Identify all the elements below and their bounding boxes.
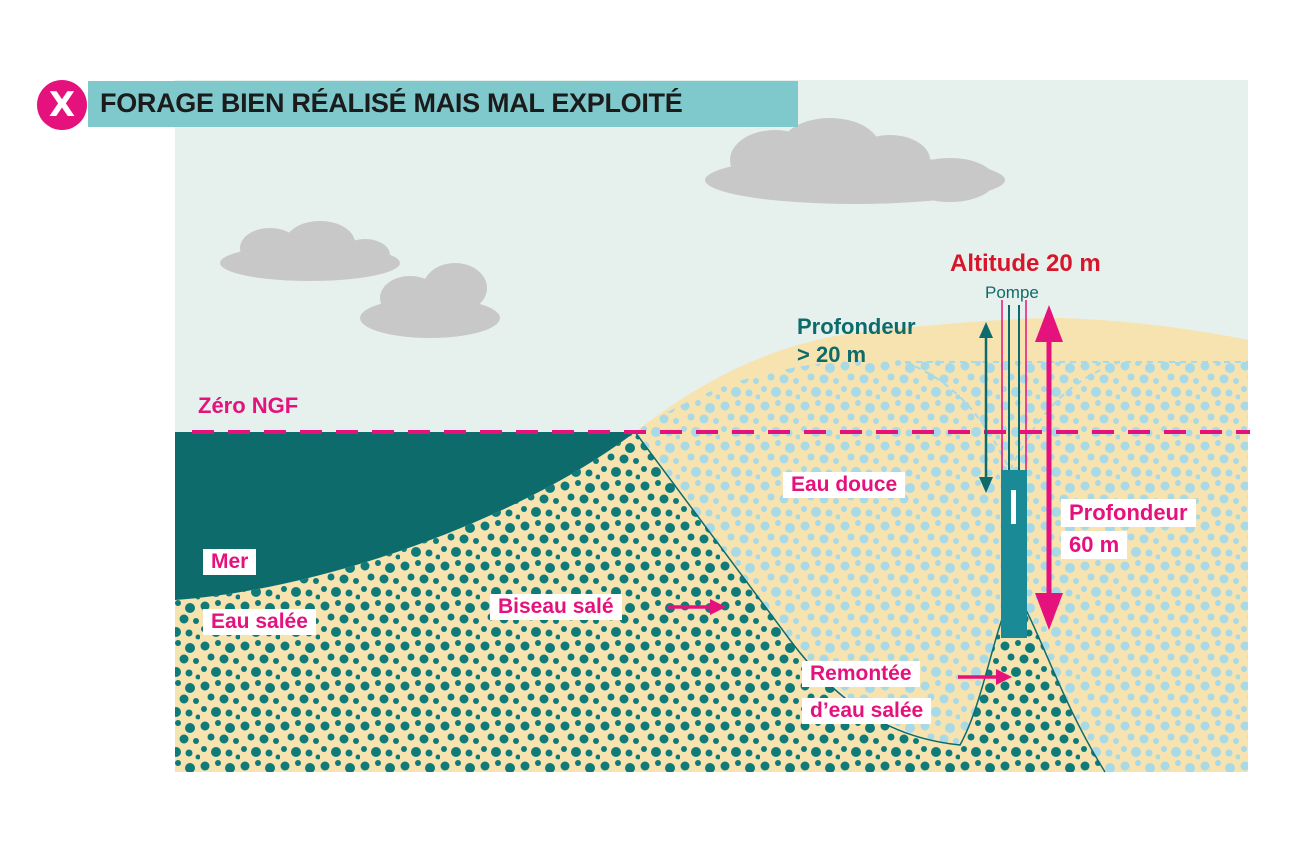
- close-icon: X: [37, 80, 87, 130]
- diagram-title: FORAGE BIEN RÉALISÉ MAIS MAL EXPLOITÉ: [100, 88, 683, 118]
- salt-water-label: Eau salée: [203, 609, 316, 635]
- fresh-water-label: Eau douce: [783, 472, 906, 498]
- pump-well-icon: [1001, 300, 1027, 638]
- double-arrow-icon: [979, 322, 993, 493]
- cloud-icon: [360, 263, 500, 338]
- saline-wedge-boundary: [634, 431, 1106, 773]
- double-arrow-icon: [1035, 305, 1063, 630]
- cloud-icon: [220, 221, 400, 281]
- depth-long-label-line2: 60 m: [1061, 531, 1128, 559]
- salt-water-ground: [175, 432, 1105, 772]
- title-band: [88, 81, 798, 127]
- depth-short-label-line2: > 20 m: [797, 342, 867, 367]
- upconing-label-line2: d’eau salée: [802, 698, 932, 724]
- cloud-icon: [705, 118, 1005, 204]
- altitude-label: Altitude 20 m: [950, 250, 1101, 277]
- arrow-right-icon: [958, 669, 1012, 685]
- depth-long-label-line1: Profondeur: [1061, 499, 1196, 527]
- saline-wedge-label: Biseau salé: [490, 594, 622, 620]
- zero-ngf-label: Zéro NGF: [198, 393, 299, 418]
- sea-label: Mer: [203, 549, 257, 575]
- fresh-water-lens: [635, 360, 1248, 772]
- sea: [175, 432, 635, 600]
- pump-label: Pompe: [985, 283, 1039, 302]
- upconing-label-line1: Remontée: [802, 661, 920, 687]
- depth-short-label-line1: Profondeur: [797, 314, 916, 339]
- arrow-right-icon: [668, 599, 726, 615]
